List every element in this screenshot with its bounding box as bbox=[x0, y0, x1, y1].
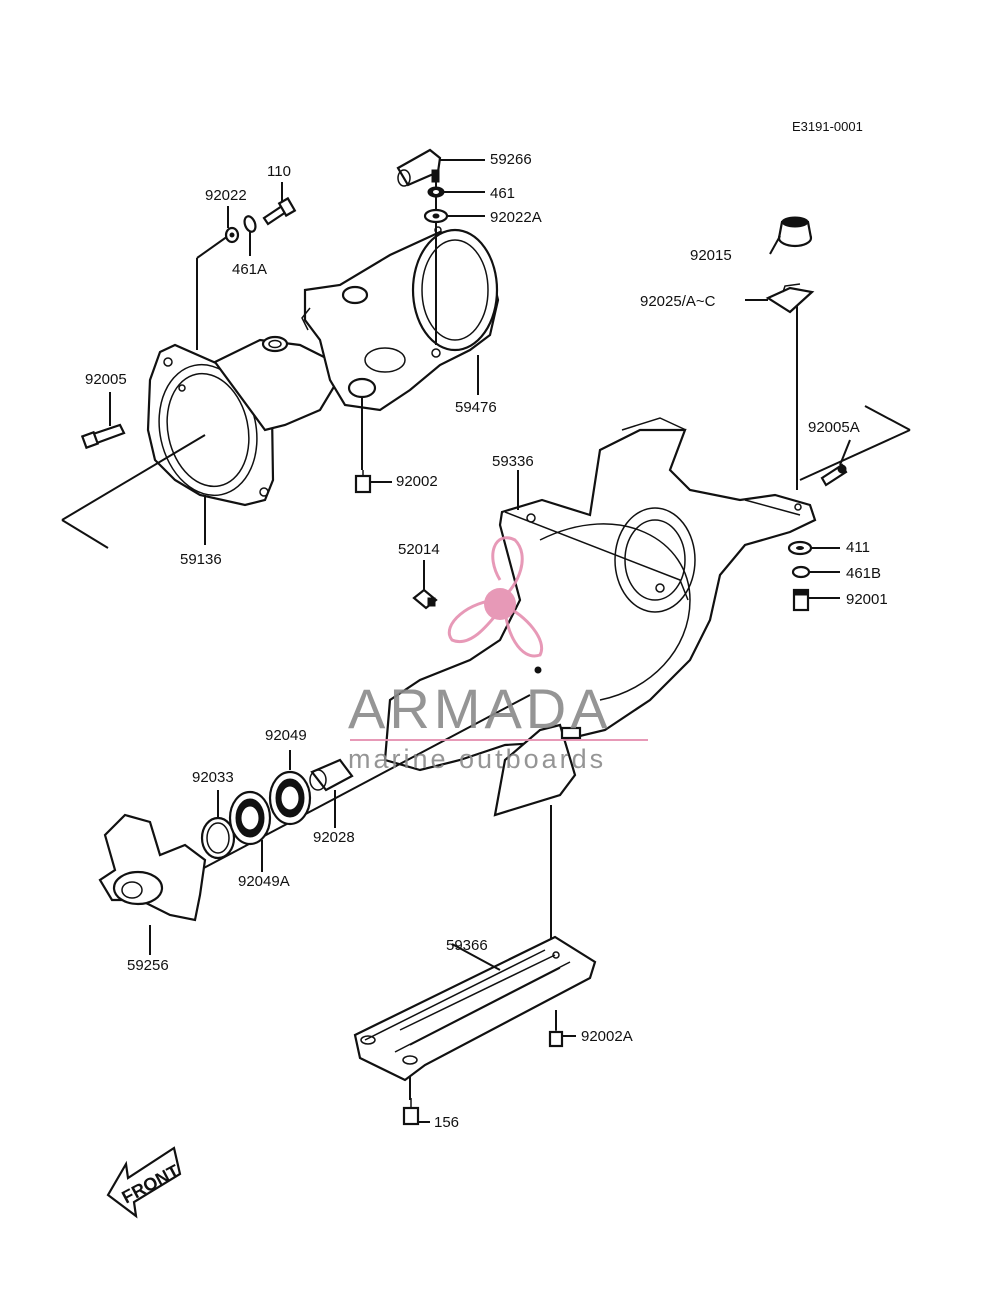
impeller-drawing bbox=[98, 758, 354, 922]
right-hardware bbox=[412, 216, 848, 612]
label-59366: 59366 bbox=[446, 937, 488, 954]
front-arrow: FRONT bbox=[106, 1146, 183, 1219]
intake-grate-drawing bbox=[353, 935, 597, 1126]
label-92005A: 92005A bbox=[808, 419, 860, 436]
watermark-tagline: marine outboards bbox=[348, 744, 606, 774]
label-461B: 461B bbox=[846, 565, 881, 582]
label-92022A: 92022A bbox=[490, 209, 542, 226]
pump-housing-drawing bbox=[146, 226, 500, 507]
label-92002A: 92002A bbox=[581, 1028, 633, 1045]
label-92022: 92022 bbox=[205, 187, 247, 204]
label-59476: 59476 bbox=[455, 399, 497, 416]
label-92025: 92025/A~C bbox=[640, 293, 716, 310]
part-labels: 59266 461 92022A 110 92022 461A 92005 59… bbox=[85, 151, 888, 1131]
label-92002: 92002 bbox=[396, 473, 438, 490]
watermark-brand: ARMADA bbox=[348, 677, 612, 740]
label-59136: 59136 bbox=[180, 551, 222, 568]
label-92049A: 92049A bbox=[238, 873, 290, 890]
label-52014: 52014 bbox=[398, 541, 440, 558]
watermark: ARMADA marine outboards bbox=[348, 536, 648, 774]
label-461: 461 bbox=[490, 185, 515, 202]
label-92015: 92015 bbox=[690, 247, 732, 264]
label-59336: 59336 bbox=[492, 453, 534, 470]
label-59266: 59266 bbox=[490, 151, 532, 168]
propeller-logo-icon bbox=[448, 536, 544, 658]
label-ticks bbox=[109, 159, 851, 1123]
label-110: 110 bbox=[267, 163, 291, 180]
label-59256: 59256 bbox=[127, 957, 169, 974]
label-156: 156 bbox=[434, 1114, 459, 1131]
label-461A: 461A bbox=[232, 261, 267, 278]
label-92001: 92001 bbox=[846, 591, 888, 608]
drawing-code: E3191-0001 bbox=[792, 119, 863, 134]
label-92049: 92049 bbox=[265, 727, 307, 744]
upper-hardware bbox=[80, 148, 449, 494]
label-92005: 92005 bbox=[85, 371, 127, 388]
label-92028: 92028 bbox=[313, 829, 355, 846]
pump-cover-drawing bbox=[383, 417, 817, 817]
label-411: 411 bbox=[846, 539, 870, 556]
label-92033: 92033 bbox=[192, 769, 234, 786]
